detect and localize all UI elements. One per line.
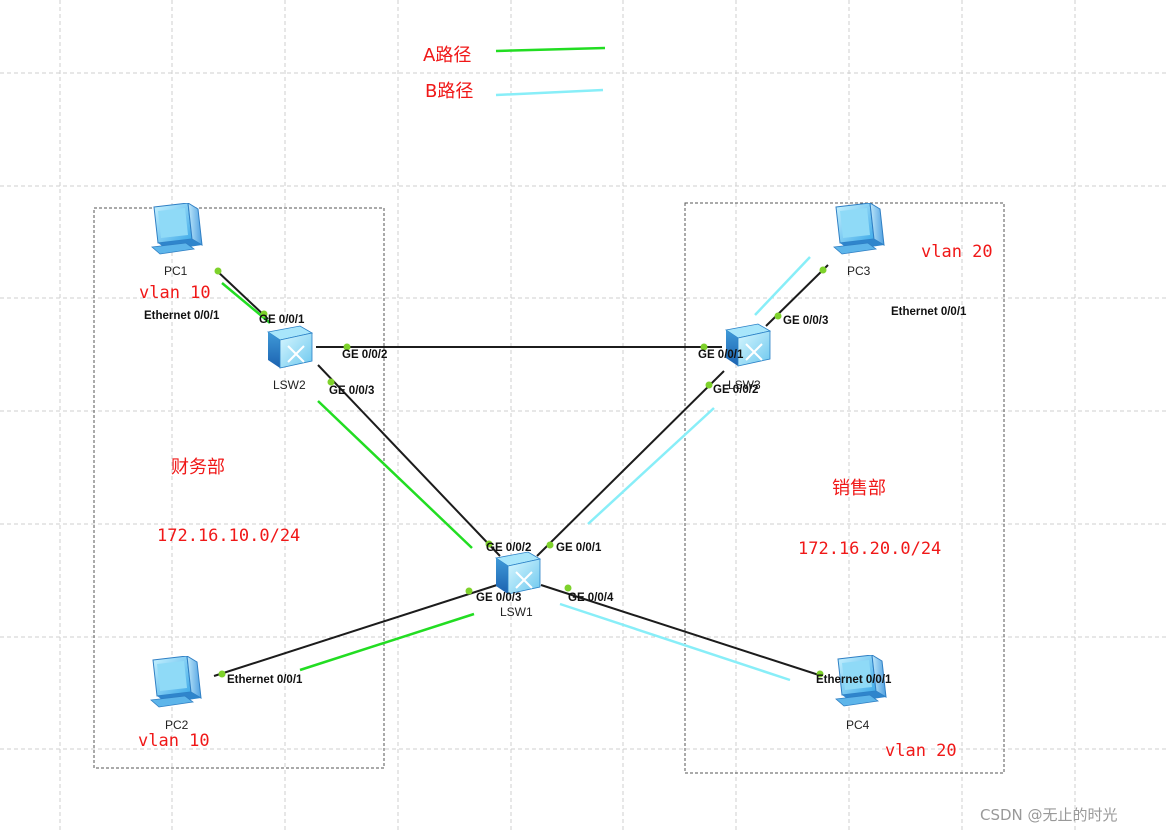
port-dot <box>260 310 268 318</box>
port-dot <box>218 670 226 678</box>
sales-department-box <box>684 202 1005 774</box>
pc-icon <box>833 203 885 255</box>
vlan-label-pc4: vlan 20 <box>885 741 957 761</box>
path-b-segment <box>587 407 715 525</box>
legend-a-path-line <box>495 46 606 53</box>
lsw2-node[interactable]: LSW2 <box>267 325 313 392</box>
finance-department-name: 财务部 <box>171 457 225 478</box>
device-label-lsw2: LSW2 <box>273 378 306 392</box>
port-label-pc2-eth: Ethernet 0/0/1 <box>227 674 303 686</box>
link-lsw2-lsw1 <box>317 364 501 557</box>
port-dot <box>214 267 222 275</box>
port-label-lsw1-g3: GE 0/0/3 <box>476 592 521 604</box>
port-label-lsw2-g1: GE 0/0/1 <box>259 314 305 326</box>
port-dot <box>705 381 713 389</box>
port-label-lsw2-g2: GE 0/0/2 <box>342 349 387 361</box>
port-dot <box>819 266 827 274</box>
device-label-pc2: PC2 <box>165 718 189 732</box>
port-dot <box>700 343 708 351</box>
device-label-lsw1: LSW1 <box>500 605 533 619</box>
watermark: CSDN @无止的时光 <box>980 806 1118 824</box>
vlan-label-pc3: vlan 20 <box>921 242 993 262</box>
switch-icon <box>495 551 541 595</box>
port-label-lsw1-g4: GE 0/0/4 <box>568 592 614 604</box>
vlan-label-pc1: vlan 10 <box>139 283 211 303</box>
port-dot <box>465 587 473 595</box>
sales-subnet: 172.16.20.0/24 <box>798 539 941 559</box>
port-label-lsw3-g3: GE 0/0/3 <box>783 315 828 327</box>
port-label-pc1-eth: Ethernet 0/0/1 <box>144 310 220 322</box>
vlan-label-pc2: vlan 10 <box>138 731 210 751</box>
sales-department-name: 销售部 <box>832 478 886 499</box>
path-a-segment <box>299 612 475 672</box>
legend-b-path-line <box>495 88 604 97</box>
lsw1-node[interactable]: LSW1 <box>495 551 541 619</box>
device-label-pc3: PC3 <box>847 264 871 278</box>
path-b-segment <box>559 602 791 682</box>
pc-icon <box>151 203 203 255</box>
link-lsw1-pc4 <box>540 584 823 677</box>
pc3-node[interactable]: PC3 <box>833 203 885 278</box>
pc4-node[interactable]: PC4 <box>835 655 887 732</box>
link-pc1-lsw2 <box>215 269 269 320</box>
port-label-lsw3-g1: GE 0/0/1 <box>698 349 744 361</box>
legend-b-path-label: B路径 <box>425 81 473 102</box>
port-dot <box>546 541 554 549</box>
port-dot <box>774 312 782 320</box>
finance-department-box <box>93 207 385 769</box>
pc2-node[interactable]: PC2 <box>150 656 202 732</box>
device-label-lsw3: LSW3 <box>728 378 761 392</box>
legend-a-path-label: A路径 <box>423 45 471 66</box>
port-label-pc4-eth: Ethernet 0/0/1 <box>816 674 892 686</box>
path-b-segment <box>754 256 811 316</box>
link-lsw1-pc2 <box>213 584 498 677</box>
lsw3-node[interactable]: LSW3 <box>725 323 771 392</box>
port-label-lsw1-g1: GE 0/0/1 <box>556 542 602 554</box>
port-label-lsw2-g3: GE 0/0/3 <box>329 385 374 397</box>
port-dot <box>485 540 493 548</box>
port-dot <box>327 378 335 386</box>
finance-subnet: 172.16.10.0/24 <box>157 526 300 546</box>
device-label-pc4: PC4 <box>846 718 870 732</box>
port-dot <box>343 343 351 351</box>
pc-icon <box>150 656 202 708</box>
port-label-pc3-eth: Ethernet 0/0/1 <box>891 306 967 318</box>
switch-icon <box>267 325 313 369</box>
path-a-segment <box>317 400 473 549</box>
port-dot <box>816 670 824 678</box>
pc1-node[interactable]: PC1 <box>151 203 203 278</box>
port-dot <box>564 584 572 592</box>
port-label-lsw1-g2: GE 0/0/2 <box>486 542 531 554</box>
port-label-lsw3-g2: GE 0/0/2 <box>713 384 758 396</box>
link-lsw3-lsw1 <box>536 370 725 557</box>
device-label-pc1: PC1 <box>164 264 188 278</box>
